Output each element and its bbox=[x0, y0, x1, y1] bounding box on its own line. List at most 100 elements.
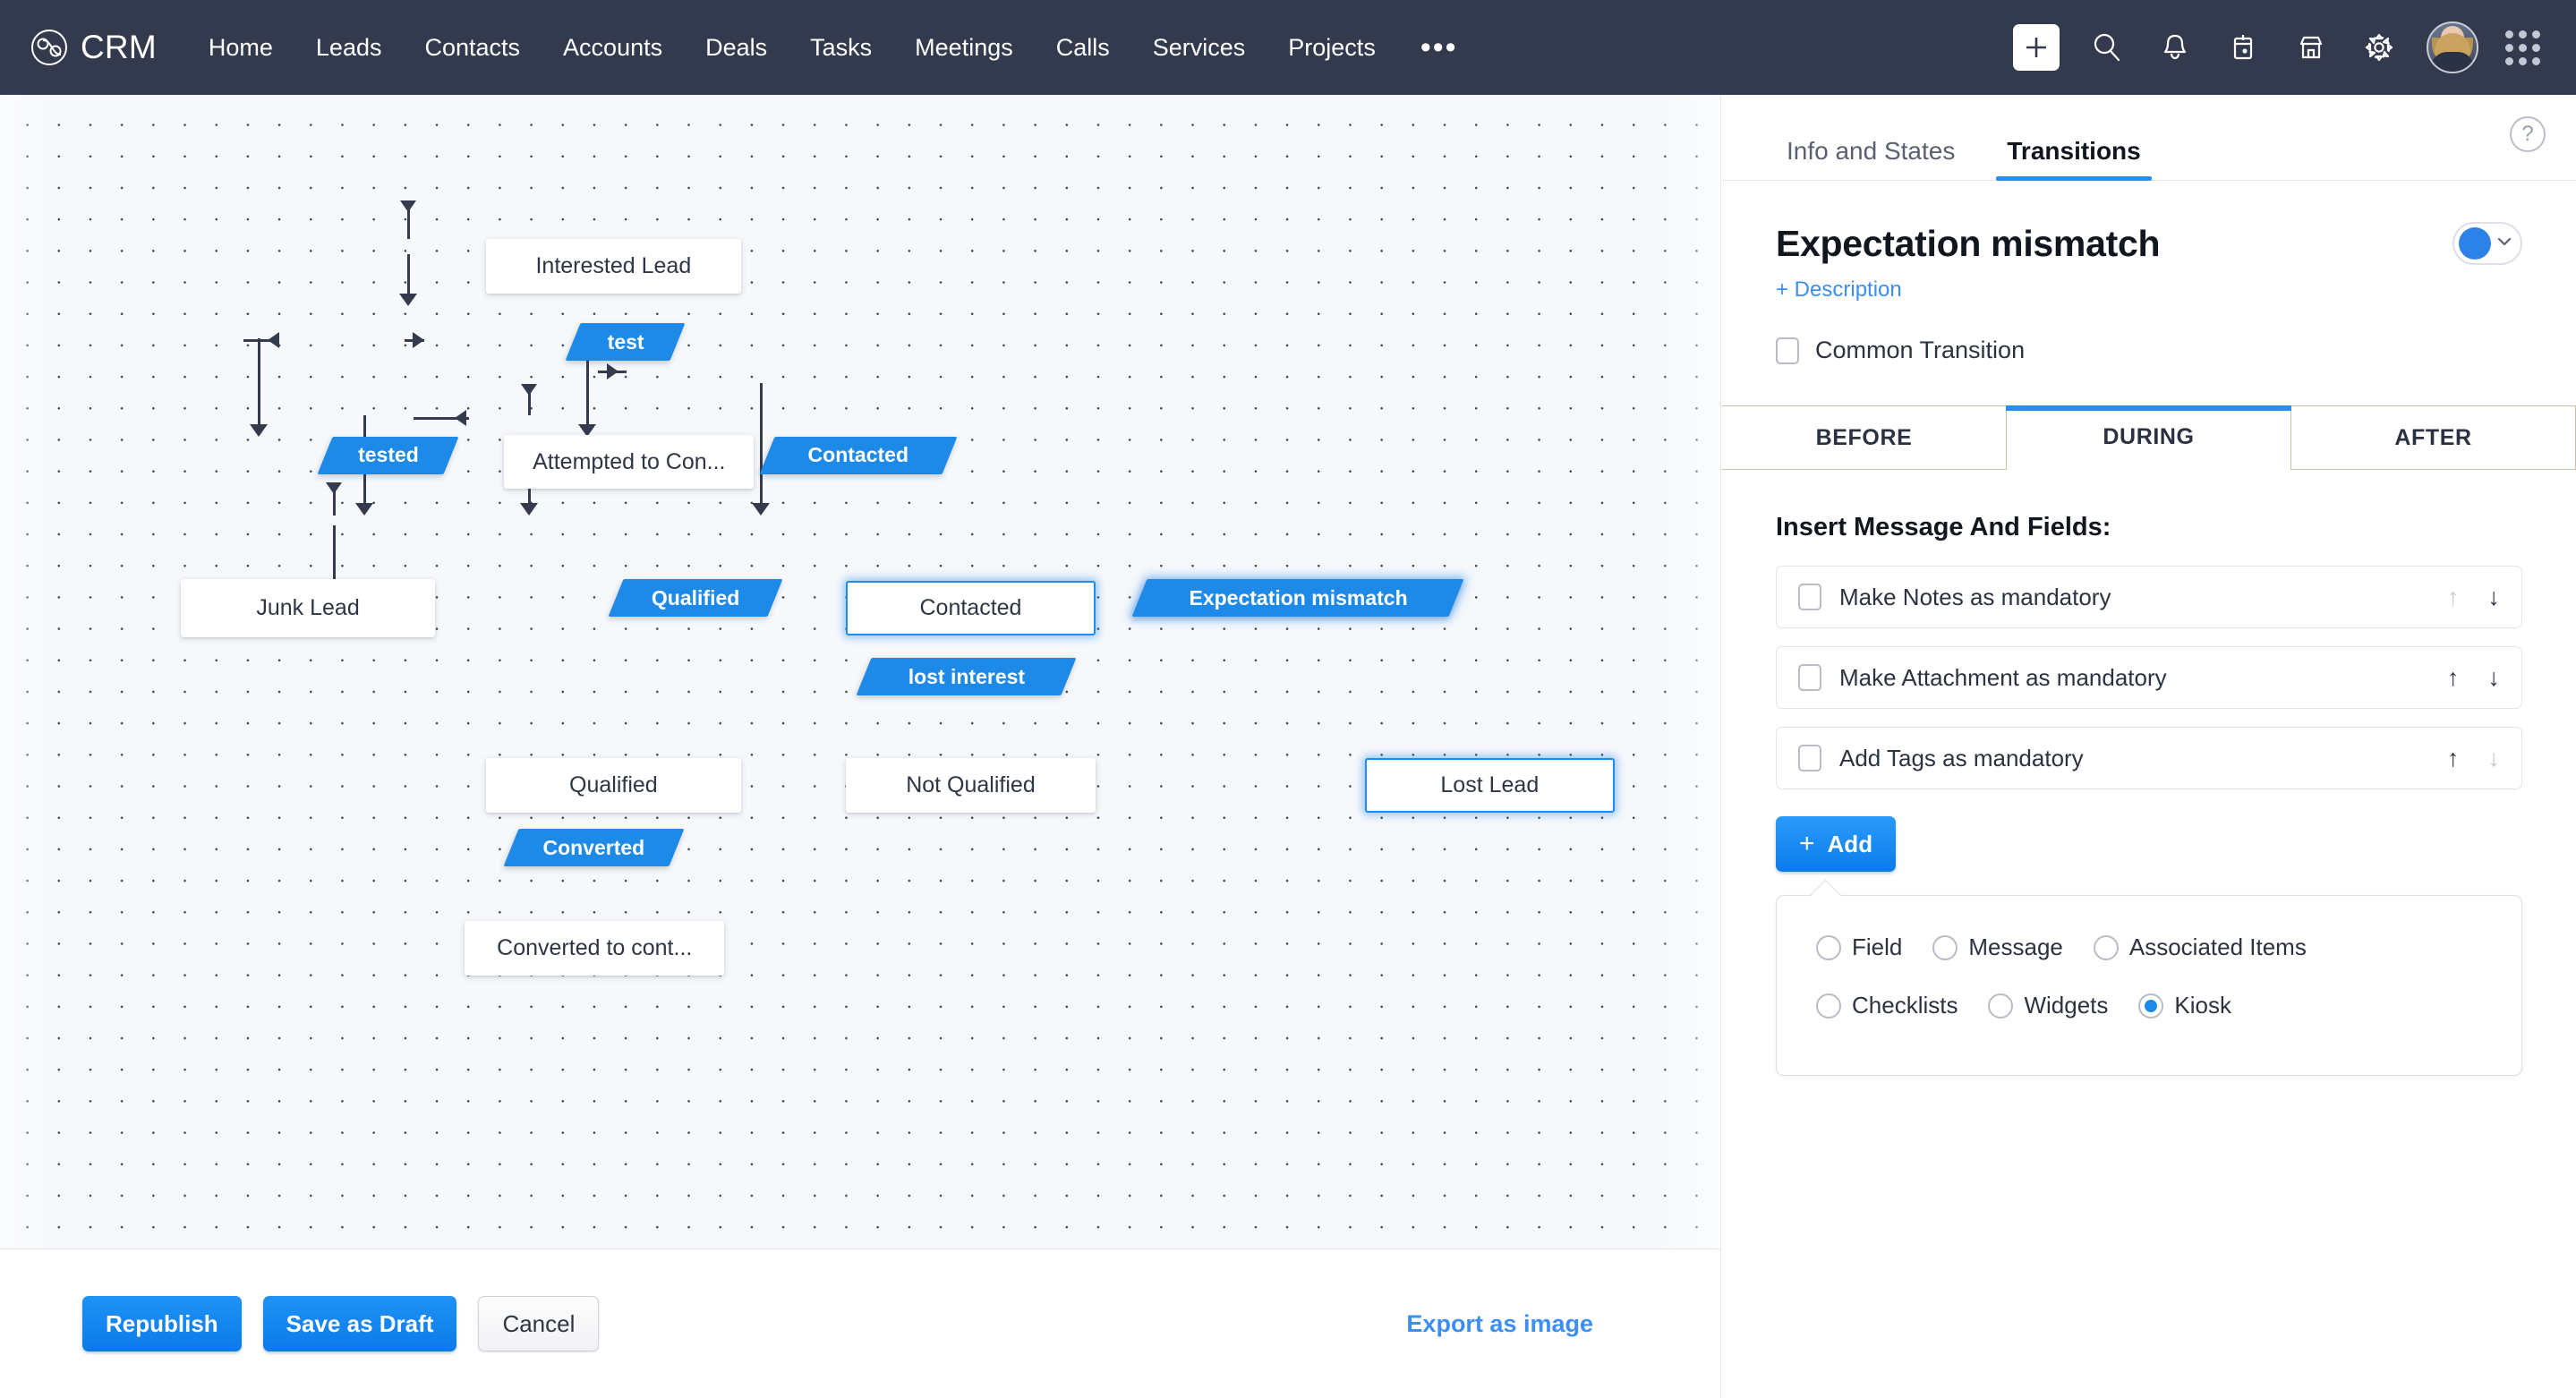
edge-interested-to-test bbox=[407, 203, 410, 239]
workflow-transition-label[interactable]: Qualified bbox=[608, 579, 783, 618]
workflow-state-node[interactable]: Not Qualified bbox=[846, 758, 1096, 813]
workflow-state-node[interactable]: Interested Lead bbox=[486, 239, 741, 294]
workflow-state-node[interactable]: Converted to cont... bbox=[465, 921, 725, 976]
transition-text: Converted bbox=[542, 835, 645, 859]
tab-during[interactable]: DURING bbox=[2006, 405, 2291, 470]
tab-after[interactable]: AFTER bbox=[2291, 405, 2576, 469]
marketplace-icon[interactable] bbox=[2290, 27, 2332, 68]
workflow-transition-label[interactable]: Converted bbox=[503, 829, 685, 867]
nav-item-home[interactable]: Home bbox=[208, 34, 273, 61]
nav-item-projects[interactable]: Projects bbox=[1288, 34, 1376, 61]
radio-button[interactable] bbox=[1988, 993, 2014, 1019]
panel-tab-bar: Info and States Transitions ? bbox=[1722, 95, 2576, 181]
workflow-transition-label[interactable]: tested bbox=[317, 436, 460, 474]
insert-option-row[interactable]: Make Attachment as mandatory↑↓ bbox=[1776, 646, 2522, 709]
workflow-state-node[interactable]: Lost Lead bbox=[1364, 758, 1615, 813]
option-checkbox[interactable] bbox=[1798, 584, 1821, 610]
chevron-down-icon bbox=[2495, 232, 2514, 256]
plus-icon[interactable] bbox=[2013, 24, 2060, 71]
republish-button[interactable]: Republish bbox=[82, 1296, 242, 1351]
radio-group: Field Message Associated Items bbox=[1816, 933, 2482, 961]
option-checkbox[interactable] bbox=[1798, 664, 1821, 691]
move-up-icon[interactable]: ↑ bbox=[2447, 744, 2460, 771]
common-transition-checkbox[interactable] bbox=[1776, 337, 1799, 364]
radio-option-message[interactable]: Message bbox=[1932, 933, 2063, 961]
nav-item-calls[interactable]: Calls bbox=[1055, 34, 1110, 61]
nav-item-services[interactable]: Services bbox=[1152, 34, 1246, 61]
radio-button[interactable] bbox=[1932, 934, 1958, 960]
nav-item-contacts[interactable]: Contacts bbox=[424, 34, 521, 61]
add-description-link[interactable]: + Description bbox=[1776, 277, 1902, 302]
workflow-transition-label[interactable]: Expectation mismatch bbox=[1131, 579, 1465, 618]
cancel-button[interactable]: Cancel bbox=[478, 1296, 600, 1351]
bell-icon[interactable] bbox=[2154, 27, 2196, 68]
reorder-arrows: ↑↓ bbox=[2447, 745, 2500, 772]
move-down-icon[interactable]: ↓ bbox=[2487, 583, 2501, 610]
nav-item-deals[interactable]: Deals bbox=[705, 34, 768, 61]
workflow-state-node[interactable]: Junk Lead bbox=[180, 579, 436, 637]
radio-option-field[interactable]: Field bbox=[1816, 933, 1902, 961]
edge-contacted-to-lost-interest bbox=[528, 387, 531, 415]
radio-label: Field bbox=[1852, 933, 1903, 960]
transition-text: Qualified bbox=[651, 585, 740, 609]
radio-label: Message bbox=[1968, 933, 2063, 960]
arrowhead bbox=[520, 503, 538, 516]
insert-option-row[interactable]: Make Notes as mandatory↑↓ bbox=[1776, 566, 2522, 628]
radio-button[interactable] bbox=[2138, 993, 2164, 1019]
reorder-arrows: ↑↓ bbox=[2447, 664, 2500, 692]
insert-option-row[interactable]: Add Tags as mandatory↑↓ bbox=[1776, 727, 2522, 789]
radio-button[interactable] bbox=[1816, 993, 1841, 1019]
arrowhead bbox=[521, 384, 537, 396]
insert-options-list: Make Notes as mandatory↑↓Make Attachment… bbox=[1722, 542, 2576, 789]
nav-item-leads[interactable]: Leads bbox=[315, 34, 382, 61]
crm-logo-icon bbox=[30, 29, 68, 66]
transition-text: lost interest bbox=[908, 664, 1026, 688]
workflow-state-node[interactable]: Qualified bbox=[486, 758, 741, 813]
nav-item-more[interactable]: ••• bbox=[1420, 30, 1458, 64]
color-picker[interactable] bbox=[2452, 222, 2522, 265]
nav-actions bbox=[2013, 21, 2546, 73]
workflow-transition-label[interactable]: test bbox=[565, 323, 687, 362]
section-title: Insert Message And Fields: bbox=[1776, 513, 2111, 541]
avatar[interactable] bbox=[2427, 21, 2478, 73]
help-icon[interactable]: ? bbox=[2510, 116, 2546, 152]
common-transition-row[interactable]: Common Transition bbox=[1722, 303, 2576, 364]
radio-option-kiosk[interactable]: Kiosk bbox=[2138, 992, 2231, 1019]
workflow-transition-label[interactable]: Contacted bbox=[759, 436, 958, 474]
transition-text: Expectation mismatch bbox=[1189, 585, 1408, 609]
radio-option-associated-items[interactable]: Associated Items bbox=[2093, 933, 2307, 961]
workflow-transition-label[interactable]: lost interest bbox=[856, 658, 1078, 696]
nav-item-accounts[interactable]: Accounts bbox=[563, 34, 663, 61]
workflow-state-node[interactable]: Contacted bbox=[846, 581, 1096, 635]
radio-button[interactable] bbox=[2093, 934, 2119, 960]
radio-option-widgets[interactable]: Widgets bbox=[1988, 992, 2108, 1019]
add-button[interactable]: + Add bbox=[1776, 816, 1897, 872]
edge-contacted-trans-to-contacted bbox=[586, 338, 589, 428]
transition-text: tested bbox=[358, 443, 419, 467]
move-down-icon[interactable]: ↓ bbox=[2487, 663, 2501, 691]
move-down-icon[interactable]: ↓ bbox=[2487, 744, 2501, 771]
export-as-image-link[interactable]: Export as image bbox=[1406, 1309, 1593, 1337]
move-up-icon[interactable]: ↑ bbox=[2447, 663, 2460, 691]
search-icon[interactable] bbox=[2086, 27, 2128, 68]
radio-button[interactable] bbox=[1816, 934, 1841, 960]
gear-icon[interactable] bbox=[2358, 27, 2400, 68]
save-as-draft-button[interactable]: Save as Draft bbox=[262, 1296, 457, 1351]
radio-option-checklists[interactable]: Checklists bbox=[1816, 992, 1958, 1019]
nav-item-tasks[interactable]: Tasks bbox=[810, 34, 873, 61]
tab-info-and-states[interactable]: Info and States bbox=[1787, 137, 1956, 165]
tab-before[interactable]: BEFORE bbox=[1722, 405, 2007, 469]
tab-transitions[interactable]: Transitions bbox=[1996, 137, 2153, 181]
brand-name: CRM bbox=[81, 29, 157, 65]
nav-item-meetings[interactable]: Meetings bbox=[915, 34, 1013, 61]
plus-icon: + bbox=[1799, 829, 1815, 858]
move-up-icon[interactable]: ↑ bbox=[2447, 583, 2460, 610]
option-checkbox[interactable] bbox=[1798, 745, 1821, 771]
apps-grid-icon[interactable] bbox=[2505, 30, 2540, 65]
radio-group: Checklists Widgets Kiosk bbox=[1816, 992, 2482, 1019]
brand[interactable]: CRM bbox=[30, 29, 157, 66]
calendar-icon[interactable] bbox=[2222, 27, 2264, 68]
radio-label: Kiosk bbox=[2174, 992, 2231, 1019]
workflow-state-node[interactable]: Attempted to Con... bbox=[504, 434, 755, 490]
